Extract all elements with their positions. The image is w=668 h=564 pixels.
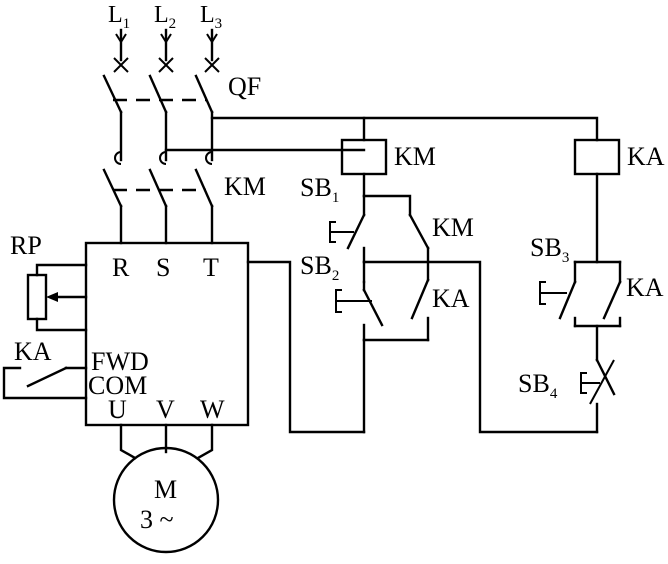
phase-l2-label: L2 — [154, 2, 176, 32]
terminal-u: U — [108, 395, 127, 424]
km-main-label: KM — [224, 172, 266, 201]
ka-coil — [573, 138, 621, 176]
control-feed-wires — [164, 116, 599, 152]
sb4-label: SB4 — [518, 369, 558, 402]
terminal-t: T — [203, 253, 219, 282]
km-coil — [340, 138, 388, 176]
km-coil-label: KM — [394, 142, 436, 171]
sb1-label: SB1 — [300, 173, 339, 206]
km-main-contacts — [102, 151, 214, 245]
motor-circle — [112, 446, 220, 554]
ka-fwd-contact — [2, 366, 88, 400]
phase-l1-label: L1 — [108, 2, 130, 32]
ka-fwd-label: KA — [14, 337, 52, 366]
qf-label: QF — [228, 72, 261, 101]
motor-wires — [119, 423, 214, 460]
motor-name: M — [154, 475, 177, 504]
rp-label: RP — [10, 231, 42, 260]
km-aux-label: KM — [432, 213, 474, 242]
rp-potentiometer — [26, 263, 88, 332]
phase-l3-label: L3 — [200, 2, 222, 32]
motor-spec: 3 ~ — [140, 505, 174, 534]
terminal-w: W — [200, 395, 225, 424]
terminal-fwd: FWD — [91, 347, 149, 376]
ka-aux2-label: KA — [626, 273, 664, 302]
qf-breaker — [102, 57, 220, 162]
terminal-com: COM — [88, 371, 147, 400]
ka-coil-label: KA — [627, 142, 665, 171]
km-control-branch — [246, 172, 430, 434]
ka-control-branch — [428, 172, 622, 434]
terminal-s: S — [156, 253, 170, 282]
sb3-label: SB3 — [530, 233, 569, 266]
terminal-r: R — [112, 253, 130, 282]
incoming-lines — [115, 28, 218, 62]
ka-aux1-label: KA — [432, 284, 470, 313]
terminal-v: V — [156, 395, 175, 424]
sb2-label: SB2 — [300, 251, 339, 284]
